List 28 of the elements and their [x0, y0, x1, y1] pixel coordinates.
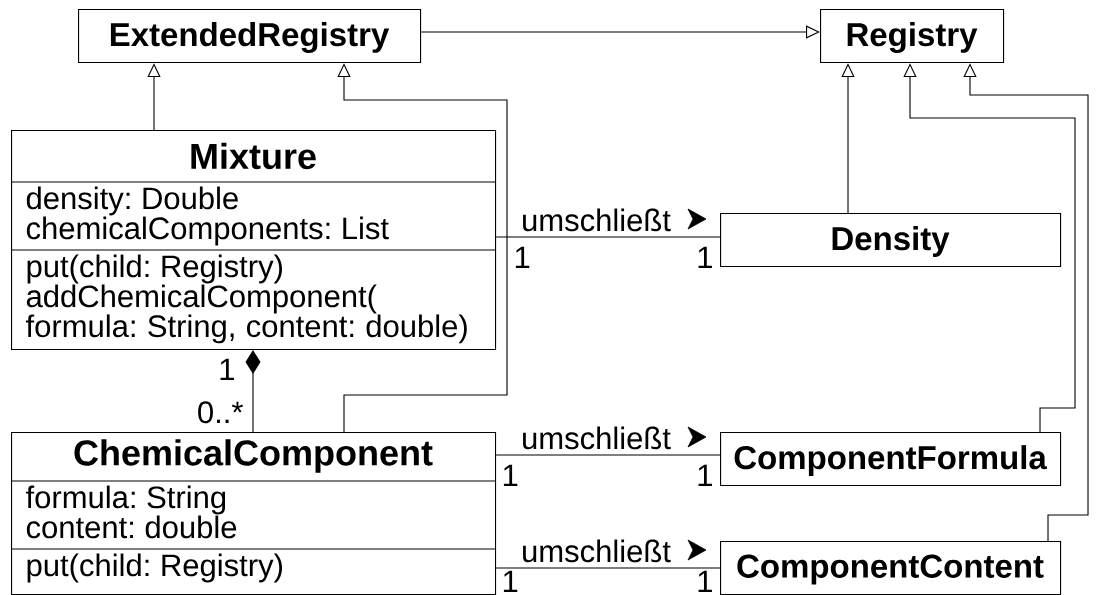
- class-box: Density: [720, 213, 1062, 268]
- composition-line: [245, 350, 261, 433]
- association-line: [495, 236, 721, 238]
- multiplicity-label: 1: [698, 464, 712, 486]
- multiplicity-label: 1: [515, 246, 530, 268]
- multiplicity-label: 1: [698, 570, 712, 592]
- edge-label: umschließt: [520, 207, 672, 233]
- generalization-arrow: [337, 63, 508, 433]
- generalization-arrow: [420, 25, 820, 39]
- multiplicity-label: 1: [698, 246, 712, 268]
- generalization-arrow: [147, 63, 161, 131]
- class-box: Registry: [820, 9, 1005, 64]
- multiplicity-label: 0..*: [198, 401, 243, 424]
- class-box: ComponentContent: [720, 541, 1062, 595]
- multiplicity-label: 1: [503, 570, 518, 592]
- class-box: ExtendedRegistry: [78, 9, 422, 64]
- multiplicity-label: 1: [220, 358, 234, 380]
- association-line: [495, 454, 721, 456]
- generalization-arrow: [903, 63, 1076, 433]
- generalization-arrow: [963, 63, 1089, 542]
- class-box: Mixture density: Double chemicalComponents: List put(child: Registry) addChemicalComponent( formula: String, content: double): [10, 130, 497, 351]
- edge-label: umschließt: [520, 425, 672, 451]
- generalization-arrow: [841, 63, 855, 214]
- class-box: ChemicalComponent formula: String content: double put(child: Registry): [10, 432, 497, 595]
- association-line: [495, 567, 721, 569]
- edge-label: umschließt: [520, 538, 672, 564]
- class-box: ComponentFormula: [720, 432, 1062, 487]
- multiplicity-label: 1: [503, 464, 518, 486]
